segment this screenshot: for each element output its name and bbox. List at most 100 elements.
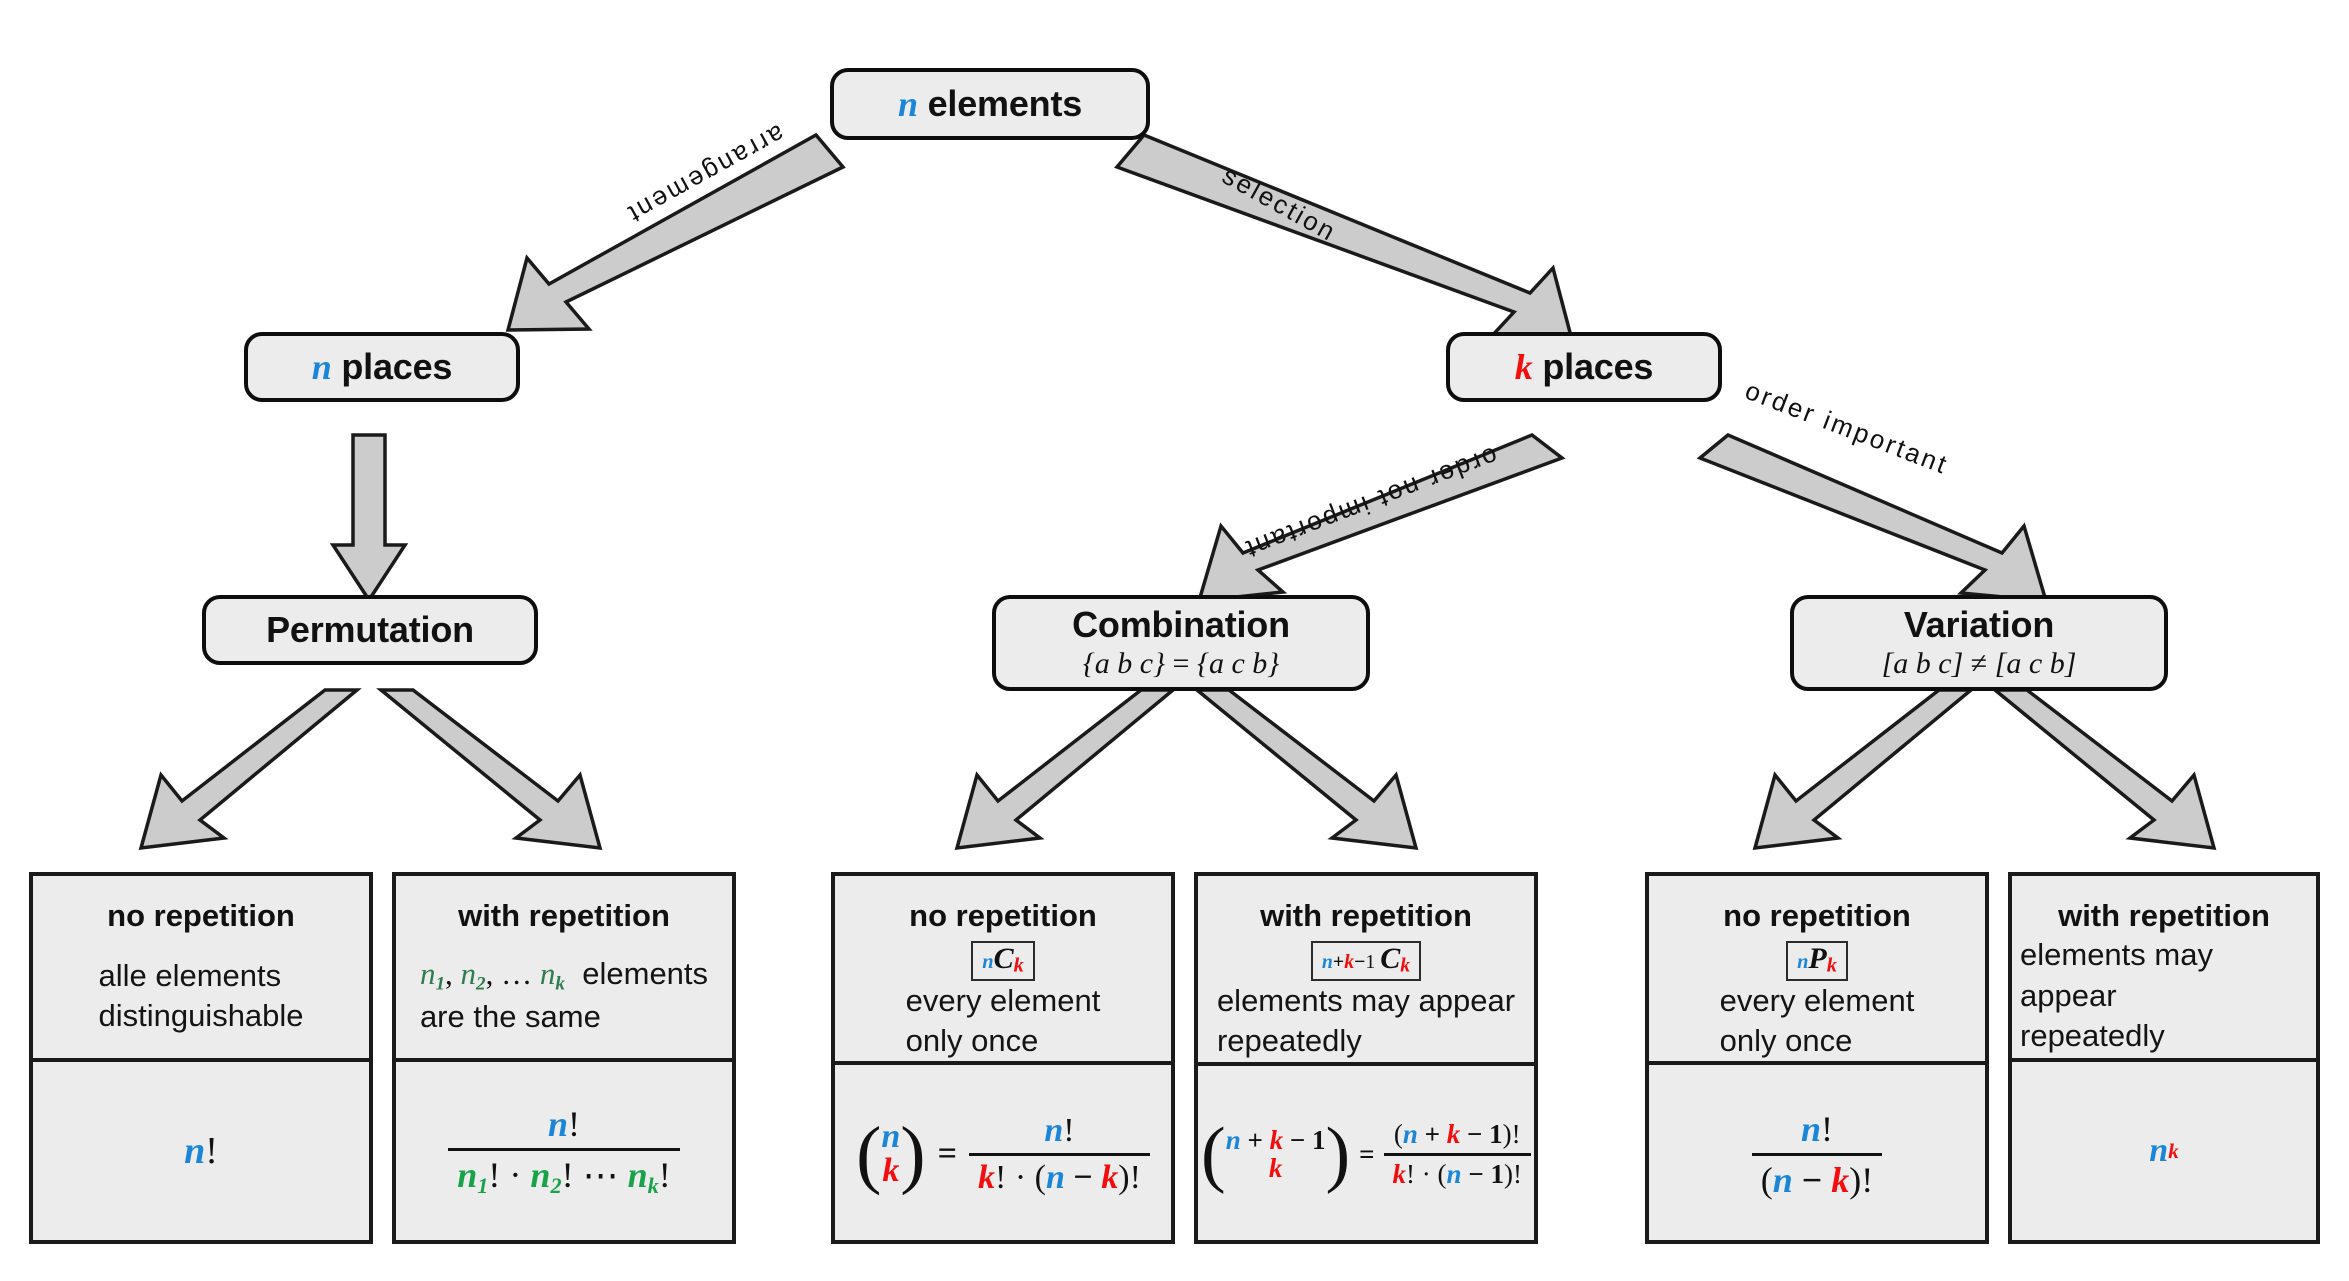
- variable-k: k: [1831, 1159, 1850, 1200]
- fraction-numerator: n!: [539, 1103, 589, 1148]
- card-variation-with-repetition[interactable]: with repetition elements may appear repe…: [2008, 872, 2320, 1244]
- variable-n: n: [1045, 1158, 1065, 1196]
- variable-k: k: [1268, 1152, 1283, 1183]
- node-n-elements[interactable]: n elements: [830, 68, 1150, 140]
- arrow-variation-with-repetition: [1990, 688, 2217, 851]
- node-n-places-label: places: [341, 345, 453, 387]
- variable-n: n: [897, 83, 918, 124]
- binomial-paren-left: (: [1201, 1113, 1226, 1196]
- card-formula: n! (n − k)!: [1649, 1061, 1985, 1243]
- cdot: ·: [1014, 1158, 1027, 1196]
- desc-line-2: are the same: [419, 999, 601, 1035]
- node-variation[interactable]: Variation [a b c] ≠ [a c b]: [1790, 595, 2168, 691]
- variable-nk: n: [539, 955, 556, 991]
- variable-n: n: [1321, 950, 1333, 973]
- desc-line-1: every element: [1719, 982, 1915, 1018]
- variable-k: k: [1344, 950, 1355, 973]
- card-description: elements may appear repeatedly: [1209, 981, 1523, 1062]
- sub-2: 2: [476, 973, 486, 995]
- node-combination[interactable]: Combination {a b c} = {a c b}: [992, 595, 1370, 691]
- comma: ,: [445, 955, 453, 991]
- card-permutation-no-repetition[interactable]: no repetition alle elements distinguisha…: [29, 872, 373, 1244]
- arrow-permutation-with-repetition: [376, 688, 603, 851]
- variable-k: k: [1514, 346, 1533, 387]
- card-formula: ( n + k − 1 k ) = (n + k − 1)! k! · (n −…: [1198, 1061, 1534, 1244]
- card-variation-no-repetition[interactable]: no repetition nPk every element only onc…: [1645, 872, 1989, 1244]
- variable-n: n: [184, 1130, 206, 1172]
- minus-sign: −: [1073, 1158, 1093, 1196]
- fraction-numerator: n!: [1792, 1108, 1842, 1153]
- fraction-numerator: n!: [1035, 1112, 1083, 1153]
- variable-k: k: [1101, 1158, 1119, 1196]
- card-body: with repetition elements may appear repe…: [2012, 876, 2316, 1058]
- node-n-places-title: n places: [311, 345, 453, 387]
- arrow-combination-with-repetition: [1192, 688, 1419, 851]
- factorial-sign: !: [994, 1158, 1007, 1196]
- card-header: no repetition: [107, 898, 295, 933]
- card-body: with repetition n+k−1 Ck elements may ap…: [1198, 876, 1534, 1062]
- node-permutation[interactable]: Permutation: [202, 595, 538, 665]
- comma: ,: [485, 955, 494, 991]
- card-formula: n!: [33, 1058, 369, 1240]
- sub-1: 1: [435, 973, 446, 995]
- binomial-paren-left: (: [856, 1112, 882, 1197]
- node-combination-title: Combination: [1072, 604, 1290, 646]
- variable-k: k: [1826, 954, 1837, 977]
- factorial-sign: !: [1406, 1159, 1416, 1190]
- card-combination-no-repetition[interactable]: no repetition nCk every element only onc…: [831, 872, 1175, 1244]
- variable-k: k: [1013, 954, 1024, 977]
- desc-line-1: alle elements: [98, 957, 282, 993]
- arrow-arrangement: [505, 132, 846, 332]
- fraction-denominator: n1! · n2! ⋯ nk!: [448, 1147, 680, 1199]
- combination-set-right: {a c b}: [1196, 647, 1280, 681]
- variable-n: n: [311, 346, 332, 387]
- variable-n1: n: [457, 1154, 478, 1195]
- card-description: every element only once: [1712, 981, 1923, 1062]
- variable-n: n: [1772, 1159, 1793, 1200]
- plus-sign: +: [1247, 1125, 1263, 1156]
- node-variation-title: Variation: [1903, 604, 2055, 646]
- minus-sign: −: [1801, 1159, 1823, 1200]
- combination-set-op: =: [1172, 647, 1190, 681]
- variable-k: k: [1400, 954, 1411, 977]
- variable-k: k: [882, 1152, 900, 1190]
- plus-sign: +: [1332, 950, 1345, 973]
- factorial-sign: !: [561, 1154, 574, 1195]
- desc-line-1: elements may appear: [2020, 937, 2213, 1013]
- edge-label-order-important: order important: [1741, 375, 1954, 481]
- card-permutation-with-repetition[interactable]: with repetition n1, n2, … nk elements ar…: [392, 872, 736, 1244]
- binomial-paren-right: ): [900, 1112, 926, 1197]
- notation-badge-npkck: n+k−1 Ck: [1310, 940, 1422, 981]
- factorial-sign: !: [488, 1154, 501, 1195]
- node-k-places[interactable]: k places: [1446, 332, 1722, 402]
- variable-n: n: [1044, 1111, 1064, 1149]
- arrow-order-important: [1696, 432, 2049, 603]
- variable-k: k: [977, 1158, 995, 1196]
- variable-k-exponent: k: [2168, 1138, 2179, 1163]
- fraction-denominator: k! · (n − 1)!: [1383, 1153, 1531, 1190]
- card-header: with repetition: [1260, 898, 1472, 933]
- variable-k: k: [1446, 1119, 1461, 1150]
- variable-n: n: [1446, 1159, 1462, 1190]
- card-description: elements may appear repeatedly: [2012, 935, 2316, 1056]
- node-n-places[interactable]: n places: [244, 332, 520, 402]
- sub-k: k: [647, 1173, 659, 1199]
- symbol-C: C: [993, 941, 1014, 975]
- card-combination-with-repetition[interactable]: with repetition n+k−1 Ck elements may ap…: [1194, 872, 1538, 1244]
- cdot: ·: [1421, 1159, 1431, 1190]
- variable-n: n: [982, 950, 994, 973]
- variable-n: n: [1402, 1119, 1418, 1150]
- minus-sign: −: [1354, 950, 1366, 973]
- node-permutation-title: Permutation: [266, 608, 474, 650]
- card-description: every element only once: [898, 981, 1109, 1062]
- card-header: no repetition: [909, 898, 1097, 933]
- card-body: no repetition alle elements distinguisha…: [33, 876, 369, 1058]
- variable-nk: n: [627, 1154, 648, 1195]
- equals-sign: =: [1359, 1139, 1375, 1170]
- node-variation-subtitle: [a b c] ≠ [a c b]: [1882, 647, 2077, 681]
- factorial-sign: !: [1063, 1111, 1075, 1149]
- fraction-numerator: (n + k − 1)!: [1393, 1119, 1521, 1150]
- factorial-sign: !: [658, 1154, 671, 1195]
- number-one: 1: [1312, 1125, 1326, 1156]
- sub-1: 1: [477, 1173, 489, 1199]
